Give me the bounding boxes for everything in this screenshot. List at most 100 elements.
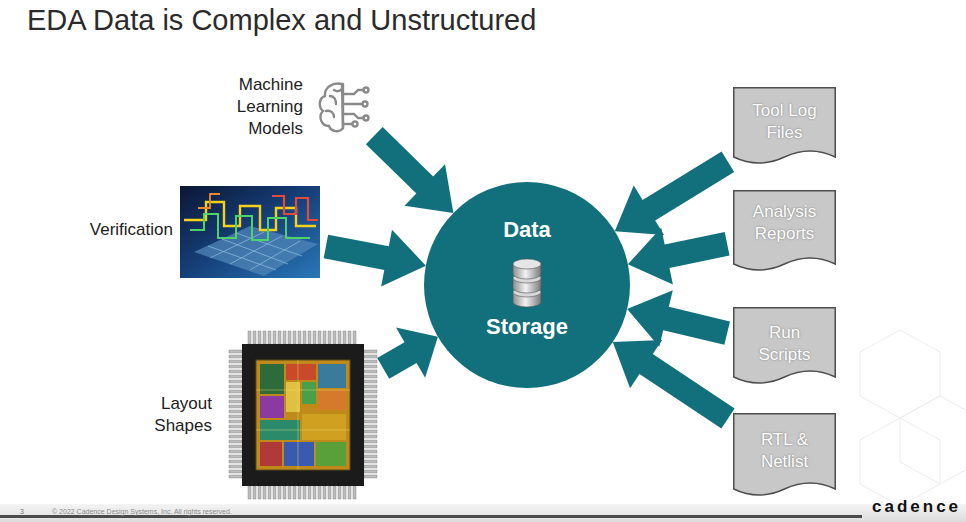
chip-image <box>248 331 251 344</box>
chip-image <box>348 486 351 499</box>
chip-image <box>364 370 377 373</box>
chip-image <box>229 390 242 393</box>
chip-image <box>364 450 377 453</box>
chip-image <box>364 415 377 418</box>
chip-image <box>260 364 284 394</box>
brain-icon <box>364 88 369 93</box>
source-item: Machine Learning Models <box>318 80 370 132</box>
chip-image <box>364 475 377 478</box>
flow-arrow <box>366 127 453 213</box>
chip-image <box>364 395 377 398</box>
chip-image <box>229 415 242 418</box>
slide-title: EDA Data is Complex and Unstructured <box>27 4 536 37</box>
chip-image <box>318 390 346 410</box>
chip-image <box>229 360 242 363</box>
chip-image <box>268 486 271 499</box>
flow-arrow <box>324 230 426 287</box>
chip-image <box>288 331 291 344</box>
document-shape: RTL & Netlist <box>733 413 836 499</box>
chip-image <box>364 365 377 368</box>
verification-image <box>180 186 320 278</box>
verification-image <box>190 214 310 240</box>
chip-image <box>229 455 242 458</box>
hex-decoration <box>860 330 940 418</box>
chip-image <box>364 410 377 413</box>
chip-image <box>364 350 377 353</box>
chip-image <box>283 331 286 344</box>
chip-image <box>229 450 242 453</box>
chip-image <box>313 331 316 344</box>
brain-icon <box>343 103 362 105</box>
database-icon <box>513 259 541 307</box>
source-item: Verification <box>180 186 320 278</box>
chip-image <box>229 331 377 499</box>
verification-image <box>194 226 318 276</box>
chip-image <box>364 390 377 393</box>
document-outline <box>734 414 836 495</box>
chip-image <box>273 486 276 499</box>
node-label: Run Scripts <box>745 322 824 366</box>
brain-icon <box>320 84 343 132</box>
chip-image <box>229 475 242 478</box>
chip-image <box>316 442 346 466</box>
brain-icon <box>342 84 344 128</box>
verification-image <box>180 186 320 278</box>
chip-image <box>328 331 331 344</box>
chip-image <box>364 455 377 458</box>
brain-icon <box>343 90 364 94</box>
chip-image <box>343 486 346 499</box>
document-shape: Run Scripts <box>733 307 836 387</box>
chip-image <box>364 405 377 408</box>
chip-image <box>278 486 281 499</box>
database-icon <box>513 259 541 269</box>
document-outline <box>734 308 836 383</box>
chip-image <box>229 365 242 368</box>
chip-image <box>348 331 351 344</box>
chip-image <box>229 370 242 373</box>
flow-arrow <box>627 290 730 346</box>
chip-image <box>364 445 377 448</box>
chip-image <box>229 330 377 499</box>
chip-image <box>338 331 341 344</box>
chip-image <box>288 486 291 499</box>
chip-image <box>333 486 336 499</box>
chip-image <box>229 350 242 353</box>
verification-image <box>222 239 288 264</box>
chip-image <box>313 486 316 499</box>
chip-image <box>364 440 377 443</box>
chip-image <box>298 331 301 344</box>
document-shape: Analysis Reports <box>733 190 836 274</box>
chip-image <box>298 486 301 499</box>
chip-image <box>229 470 242 473</box>
chip-image <box>263 331 266 344</box>
footer-bar <box>0 504 966 522</box>
verification-image <box>198 194 220 208</box>
source-item: Layout Shapes <box>228 330 378 500</box>
chip-image <box>364 430 377 433</box>
brain-icon <box>326 111 334 117</box>
chip-image <box>278 331 281 344</box>
hex-decoration <box>900 396 966 484</box>
chip-image <box>364 420 377 423</box>
chip-image <box>364 380 377 383</box>
chip-image <box>293 331 296 344</box>
chip-image <box>338 486 341 499</box>
chip-image <box>256 360 350 470</box>
database-icon <box>513 292 541 307</box>
flow-arrow <box>377 327 438 378</box>
chip-image <box>229 375 242 378</box>
node-label: Tool Log Files <box>745 100 824 144</box>
database-icon <box>513 278 541 293</box>
brain-icon <box>363 102 368 107</box>
chip-image <box>253 331 256 344</box>
brain-icon <box>353 122 358 127</box>
chip-image <box>229 435 242 438</box>
chip-image <box>303 331 306 344</box>
brain-icon <box>330 96 336 104</box>
chip-image <box>343 331 346 344</box>
chip-image <box>258 331 261 344</box>
chip-image <box>250 330 356 344</box>
chip-image <box>263 486 266 499</box>
flow-arrow <box>615 152 734 235</box>
brain-icon <box>364 116 369 121</box>
